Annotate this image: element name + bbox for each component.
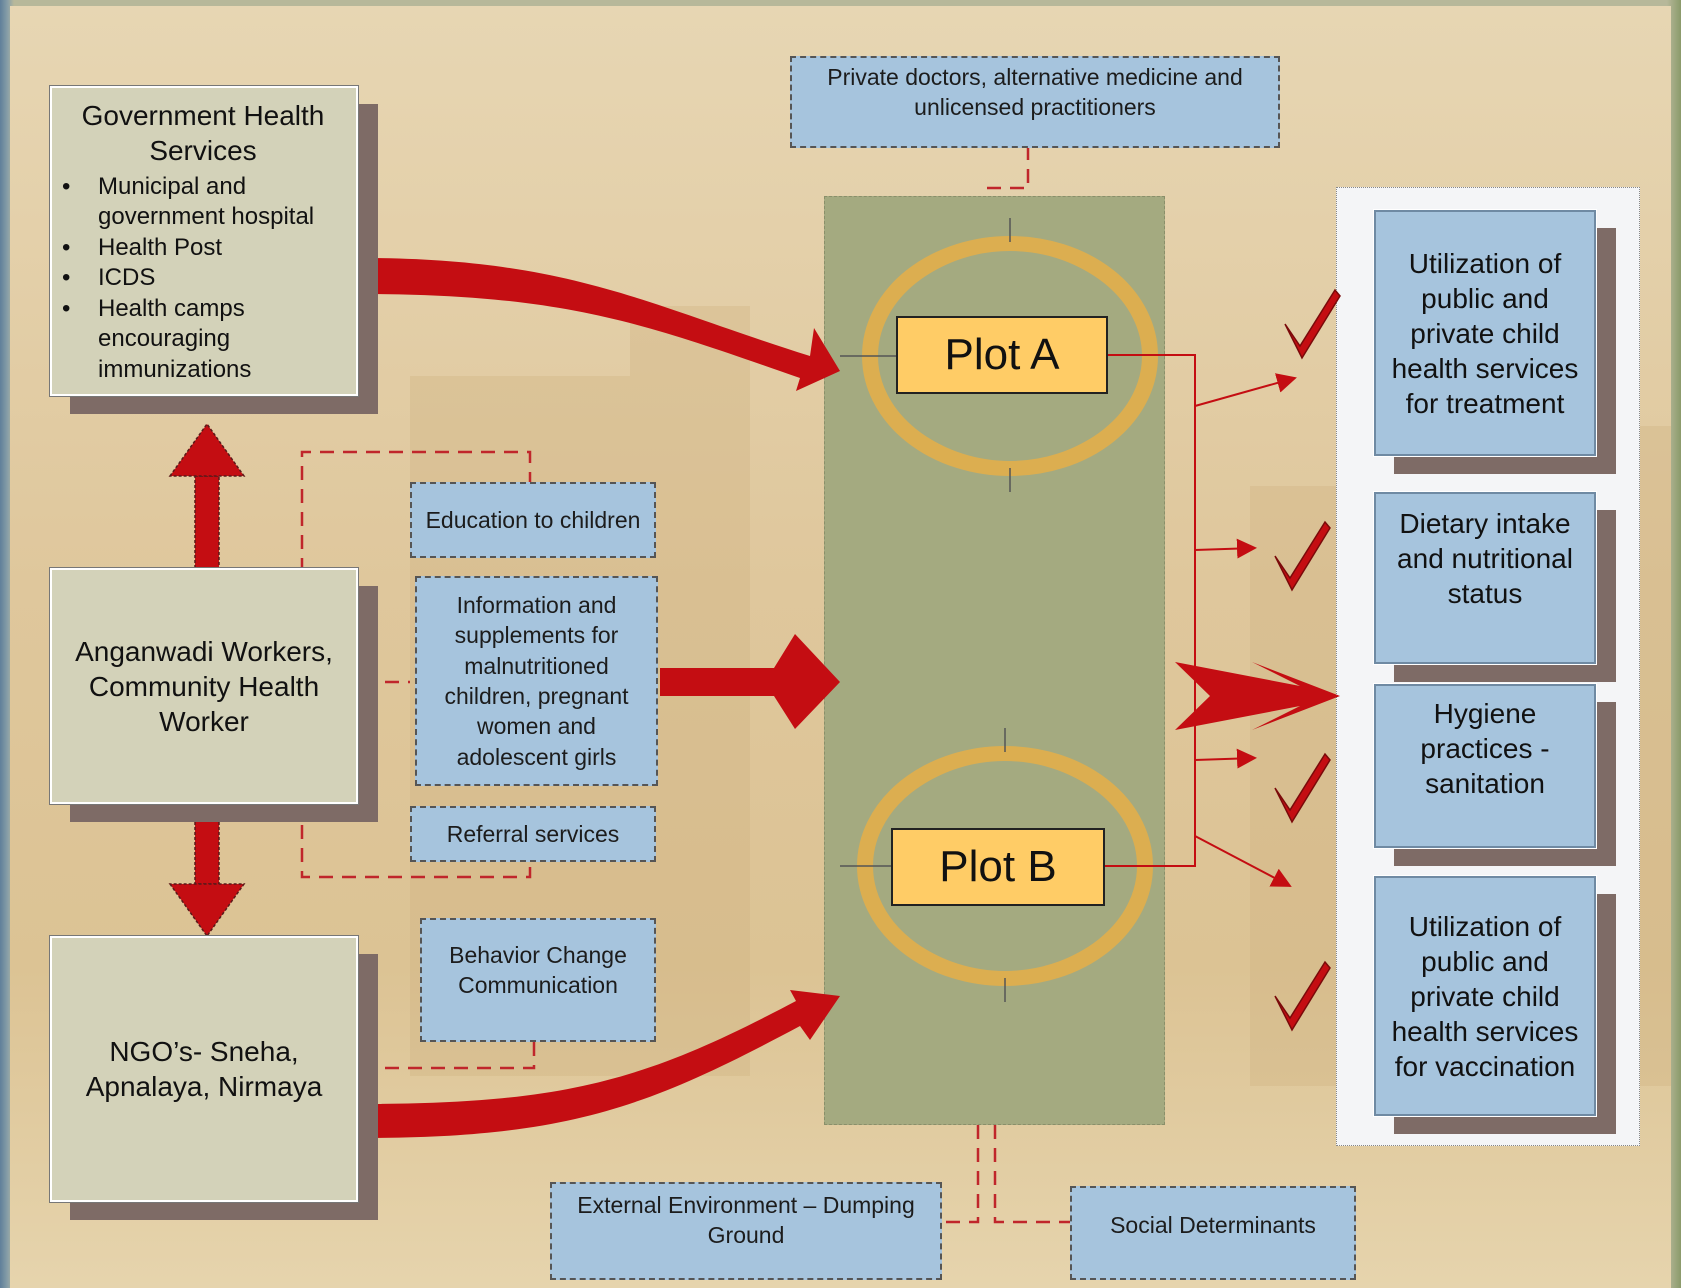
external-environment-label: External Environment – Dumping Ground [577, 1192, 915, 1249]
diagram-connectors [168, 146, 1341, 1224]
referral-label: Referral services [446, 820, 620, 847]
diagram-canvas: Government Health Services •Municipal an… [10, 6, 1671, 1288]
plot-a-label: Plot A [896, 316, 1108, 394]
convergence-arrow [1175, 662, 1340, 730]
private-doctors-connector [985, 146, 1030, 190]
education-box: Education to children [410, 482, 656, 558]
list-item: •ICDS [62, 264, 156, 292]
behavior-change-box: Behavior Change Communication [420, 918, 656, 1042]
information-label: Information and supplements for malnutri… [444, 591, 629, 770]
outcome-dietary-box: Dietary intake and nutritional status [1373, 491, 1597, 665]
plots-bracket [1105, 354, 1196, 867]
referral-box: Referral services [410, 806, 656, 862]
private-doctors-label: Private doctors, alternative medicine an… [827, 64, 1243, 121]
external-environment-connector [940, 1125, 980, 1224]
government-services-list: •Municipal and government hospital •Heal… [56, 172, 350, 385]
behavior-label: Behavior Change Communication [449, 942, 627, 999]
social-determinants-label: Social Determinants [1110, 1212, 1316, 1238]
ngo-arrow [362, 990, 840, 1138]
double-arrow-upper [168, 422, 246, 569]
government-health-services-box: Government Health Services •Municipal an… [49, 85, 359, 397]
information-box: Information and supplements for malnutri… [415, 576, 658, 786]
outcome-hygiene-box: Hygiene practices - sanitation [1373, 683, 1597, 849]
outcome-arrow-1 [1194, 373, 1297, 407]
behavior-connector [362, 1036, 536, 1070]
checkmark-icon [1274, 960, 1331, 1032]
education-label: Education to children [425, 506, 641, 533]
outcome-arrow-3 [1194, 748, 1257, 769]
referral-connector [300, 802, 532, 879]
ngo-box: NGO’s- Sneha, Apnalaya, Nirmaya [49, 935, 359, 1203]
checkmark-icon [1284, 288, 1341, 360]
education-connector [300, 450, 532, 571]
anganwadi-workers-box: Anganwadi Workers, Community Health Work… [49, 567, 359, 805]
plot-b-label: Plot B [891, 828, 1105, 906]
outcome-arrow-2 [1194, 538, 1257, 559]
information-arrow [660, 634, 840, 729]
social-determinants-connector [993, 1125, 1070, 1224]
list-item: •Health camps encouraging immunizations [62, 294, 252, 383]
anganwadi-title: Anganwadi Workers, Community Health Work… [75, 635, 333, 737]
double-arrow-lower [168, 805, 246, 938]
checkmark-icon [1274, 752, 1331, 824]
ngo-title: NGO’s- Sneha, Apnalaya, Nirmaya [85, 1036, 323, 1102]
list-item: •Municipal and government hospital [62, 173, 315, 231]
list-item: •Health Post [62, 233, 223, 261]
government-arrow [362, 258, 840, 391]
external-environment-box: External Environment – Dumping Ground [550, 1182, 942, 1280]
private-doctors-box: Private doctors, alternative medicine an… [790, 56, 1280, 148]
social-determinants-box: Social Determinants [1070, 1186, 1356, 1280]
outcome-vaccination-box: Utilization of public and private child … [1373, 875, 1597, 1117]
outcome-arrow-4 [1194, 835, 1292, 887]
outcome-treatment-box: Utilization of public and private child … [1373, 209, 1597, 457]
government-title: Government Health Services [81, 100, 325, 166]
checkmark-icon [1274, 520, 1331, 592]
